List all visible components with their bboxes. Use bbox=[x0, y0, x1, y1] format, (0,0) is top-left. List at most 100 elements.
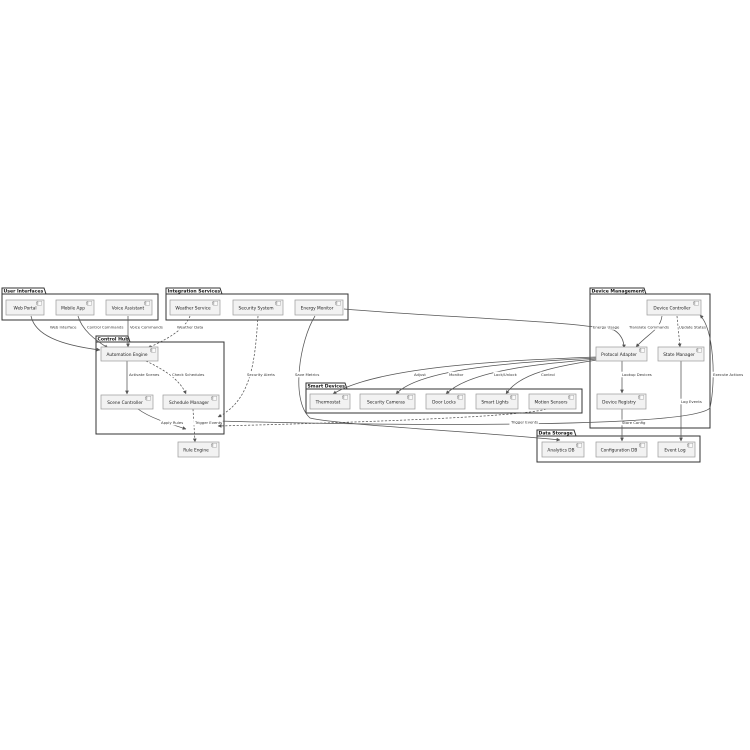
edge-label: Execute Actions bbox=[713, 372, 743, 377]
component-icon bbox=[145, 396, 151, 401]
edge-translate-commands bbox=[635, 315, 663, 348]
component-security-system: Security System bbox=[232, 299, 284, 316]
svg-text:Web Portal: Web Portal bbox=[13, 306, 36, 312]
component-icon bbox=[150, 348, 156, 353]
edge-label-bg bbox=[448, 371, 465, 378]
edge-label-bg bbox=[621, 371, 653, 378]
component-icon bbox=[86, 301, 92, 306]
component-scene-controller: Scene Controller bbox=[100, 394, 154, 410]
edge-label-bg bbox=[678, 324, 707, 330]
edge-label: Adjust bbox=[414, 372, 426, 377]
edge-label: Trigger Events bbox=[510, 420, 538, 425]
edge-label: Check Schedules bbox=[172, 372, 204, 377]
package-title: Smart Devices bbox=[308, 384, 346, 390]
component-smart-lights: Smart Lights bbox=[475, 393, 519, 410]
component-web-portal: Web Portal bbox=[5, 299, 45, 316]
edge-label: Weather Data bbox=[177, 325, 203, 330]
component-analytics-db: Analytics DB bbox=[541, 441, 585, 458]
component-mobile-app: Mobile App bbox=[55, 299, 95, 316]
component-configuration-db: Configuration DB bbox=[595, 441, 648, 458]
component-icon bbox=[212, 301, 218, 306]
svg-text:Automation Engine: Automation Engine bbox=[106, 352, 147, 358]
svg-text:State Manager: State Manager bbox=[663, 352, 695, 358]
package-title: Control Hub bbox=[98, 337, 130, 343]
component-schedule-manager: Schedule Manager bbox=[162, 394, 220, 410]
package-control-hub: Control Hub bbox=[95, 335, 225, 435]
edge-label: Log Events bbox=[681, 399, 702, 404]
edge-label: Energy Usage bbox=[593, 325, 620, 330]
edge-label-bg bbox=[540, 371, 556, 378]
edge-label-bg bbox=[86, 324, 125, 330]
edge-check-schedules bbox=[145, 360, 187, 395]
edge-label-bg bbox=[160, 419, 184, 426]
edge-control-commands bbox=[77, 315, 109, 349]
component-icon bbox=[457, 395, 463, 400]
svg-text:Motion Sensors: Motion Sensors bbox=[535, 400, 569, 406]
edges: Web Interface Control Commands Voice Com… bbox=[30, 308, 744, 443]
component-automation-engine: Automation Engine bbox=[100, 346, 159, 362]
svg-text:Analytics DB: Analytics DB bbox=[547, 448, 574, 454]
component-icon bbox=[211, 443, 217, 448]
component-icon bbox=[693, 301, 699, 306]
edge-label-bg bbox=[129, 324, 164, 330]
edge-label-bg bbox=[49, 324, 78, 330]
component-icon bbox=[275, 301, 281, 306]
edge-label: Monitor bbox=[449, 372, 464, 377]
component-icon bbox=[639, 348, 645, 353]
component-icon bbox=[687, 443, 693, 448]
edge-label: Control Commands bbox=[87, 325, 123, 330]
edge-control bbox=[505, 359, 598, 395]
component-device-registry: Device Registry bbox=[596, 393, 647, 410]
svg-text:Energy Monitor: Energy Monitor bbox=[301, 306, 334, 312]
svg-text:Security Cameras: Security Cameras bbox=[367, 400, 406, 406]
edge-execute-actions bbox=[217, 314, 714, 425]
component-icon bbox=[36, 301, 42, 306]
svg-text:Voice Assistant: Voice Assistant bbox=[112, 306, 145, 312]
svg-text:Mobile App: Mobile App bbox=[61, 306, 85, 312]
svg-text:Schedule Manager: Schedule Manager bbox=[169, 400, 209, 406]
edge-label-bg bbox=[413, 371, 427, 378]
edge-label-bg bbox=[621, 419, 647, 426]
edge-label-bg bbox=[592, 324, 621, 330]
component-device-controller: Device Controller bbox=[646, 299, 702, 316]
edge-label-bg bbox=[493, 371, 519, 378]
svg-text:Smart Lights: Smart Lights bbox=[481, 400, 509, 406]
component-icon bbox=[407, 395, 413, 400]
edge-label: Store Config bbox=[622, 420, 646, 425]
component-event-log: Event Log bbox=[657, 441, 696, 458]
edge-energy-usage bbox=[343, 308, 626, 349]
package-title: Data Storage bbox=[539, 431, 573, 437]
edge-label-bg bbox=[171, 371, 205, 378]
svg-text:Device Registry: Device Registry bbox=[602, 400, 636, 406]
edge-trigger-events-2 bbox=[217, 408, 547, 428]
svg-text:Event Log: Event Log bbox=[664, 448, 686, 454]
component-icon bbox=[342, 395, 348, 400]
edge-label-bg bbox=[128, 371, 160, 378]
package-title: Integration Services bbox=[168, 289, 221, 295]
component-icon bbox=[568, 395, 574, 400]
component-icon bbox=[696, 348, 702, 353]
edge-web-interface bbox=[30, 315, 101, 352]
component-door-locks: Door Locks bbox=[425, 393, 466, 410]
component-rule-engine: Rule Engine bbox=[177, 441, 220, 458]
components: Web Portal Mobile App Voice Assistant We… bbox=[5, 299, 705, 458]
edge-label: Security Alerts bbox=[247, 372, 275, 377]
svg-text:Scene Controller: Scene Controller bbox=[107, 400, 143, 406]
component-energy-monitor: Energy Monitor bbox=[294, 299, 344, 316]
edge-label: Translate Commands bbox=[628, 325, 669, 330]
edge-save-metrics bbox=[298, 315, 561, 442]
edge-label: Update States bbox=[679, 325, 706, 330]
edge-trigger-events-1 bbox=[192, 408, 197, 443]
component-icon bbox=[335, 301, 341, 306]
edge-label-bg bbox=[627, 324, 670, 330]
package-smart-devices: Smart Devices bbox=[305, 382, 583, 414]
edge-label-bg bbox=[193, 419, 223, 426]
edge-label: Lock/Unlock bbox=[494, 372, 518, 377]
component-icon bbox=[144, 301, 150, 306]
edge-update-states bbox=[676, 315, 682, 348]
package-device-management: Device Management bbox=[589, 287, 711, 429]
package-title: Device Management bbox=[592, 289, 646, 295]
edge-weather-data bbox=[147, 315, 191, 349]
edge-label: Lookup Devices bbox=[622, 372, 652, 377]
